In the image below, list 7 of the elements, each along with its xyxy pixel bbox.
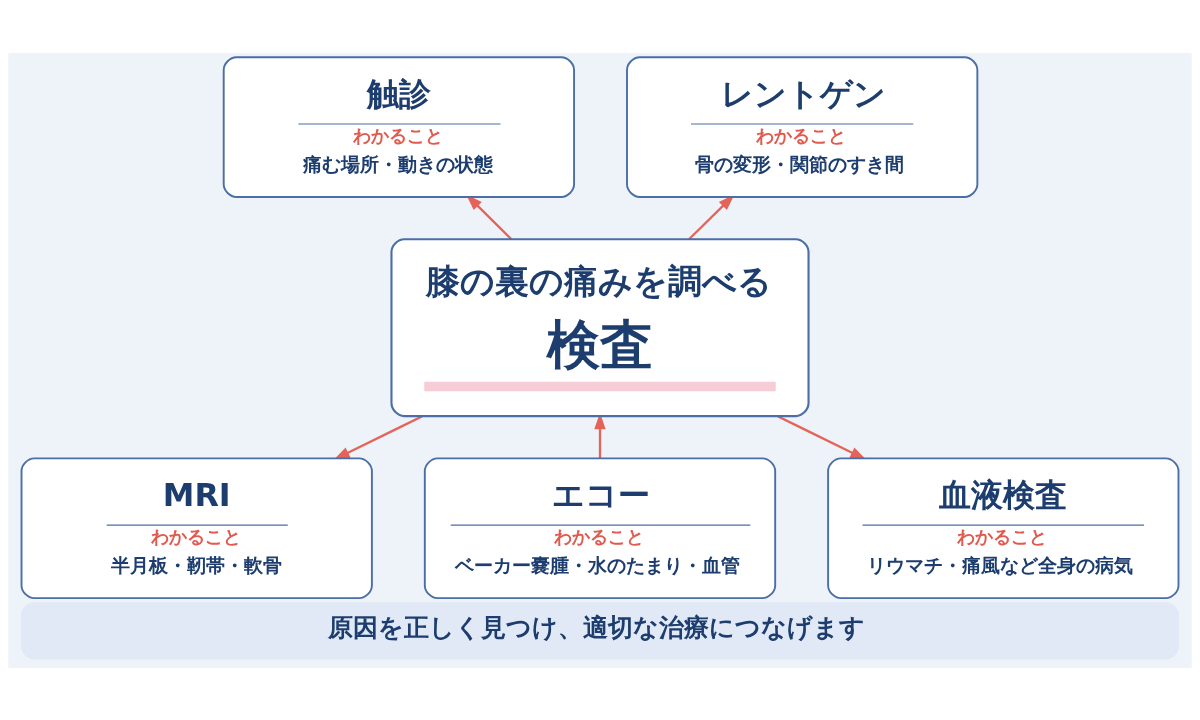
node-box: レントゲン わかること 骨の変形・関節のすき間 xyxy=(626,55,979,198)
node-box: 触診 わかること 痛む場所・動きの状態 xyxy=(222,55,576,198)
node-box: 血液検査 わかること リウマチ・痛風など全身の病気 xyxy=(827,456,1180,599)
caption: 原因を正しく見つけ、適切な治療につなげます xyxy=(327,611,865,642)
node-box: エコー わかること ベーカー嚢腫・水のたまり・血管 xyxy=(423,456,777,599)
node-box: 膝の裏の痛みを調べる 検査 xyxy=(390,237,810,417)
node-box: MRI わかること 半月板・靭帯・軟骨 xyxy=(20,456,373,599)
